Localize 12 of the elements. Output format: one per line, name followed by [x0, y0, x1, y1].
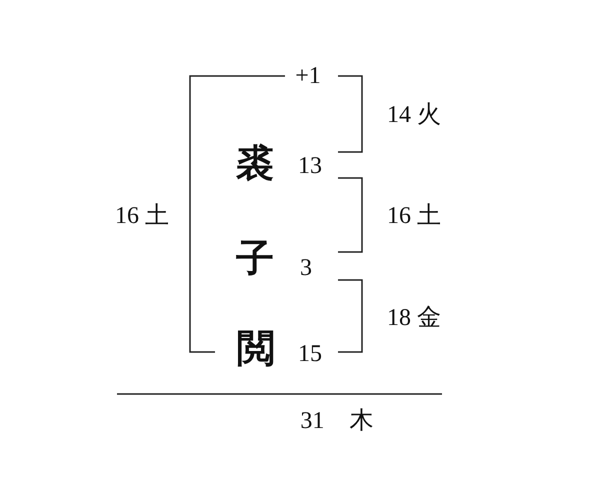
name-character: 子: [236, 240, 274, 278]
grid-value: 16 土: [387, 204, 441, 228]
stroke-count: +1: [295, 64, 321, 88]
grid-value: 18 金: [387, 306, 441, 330]
stroke-count: 13: [298, 154, 322, 178]
total-value: 31 木: [300, 409, 374, 433]
grid-value: 14 火: [387, 103, 441, 127]
grid-value: 16 土: [115, 204, 169, 228]
name-character: 裘: [236, 145, 274, 183]
stroke-count: 15: [298, 342, 322, 366]
stroke-count: 3: [300, 256, 312, 280]
name-character: 閲: [237, 330, 275, 368]
